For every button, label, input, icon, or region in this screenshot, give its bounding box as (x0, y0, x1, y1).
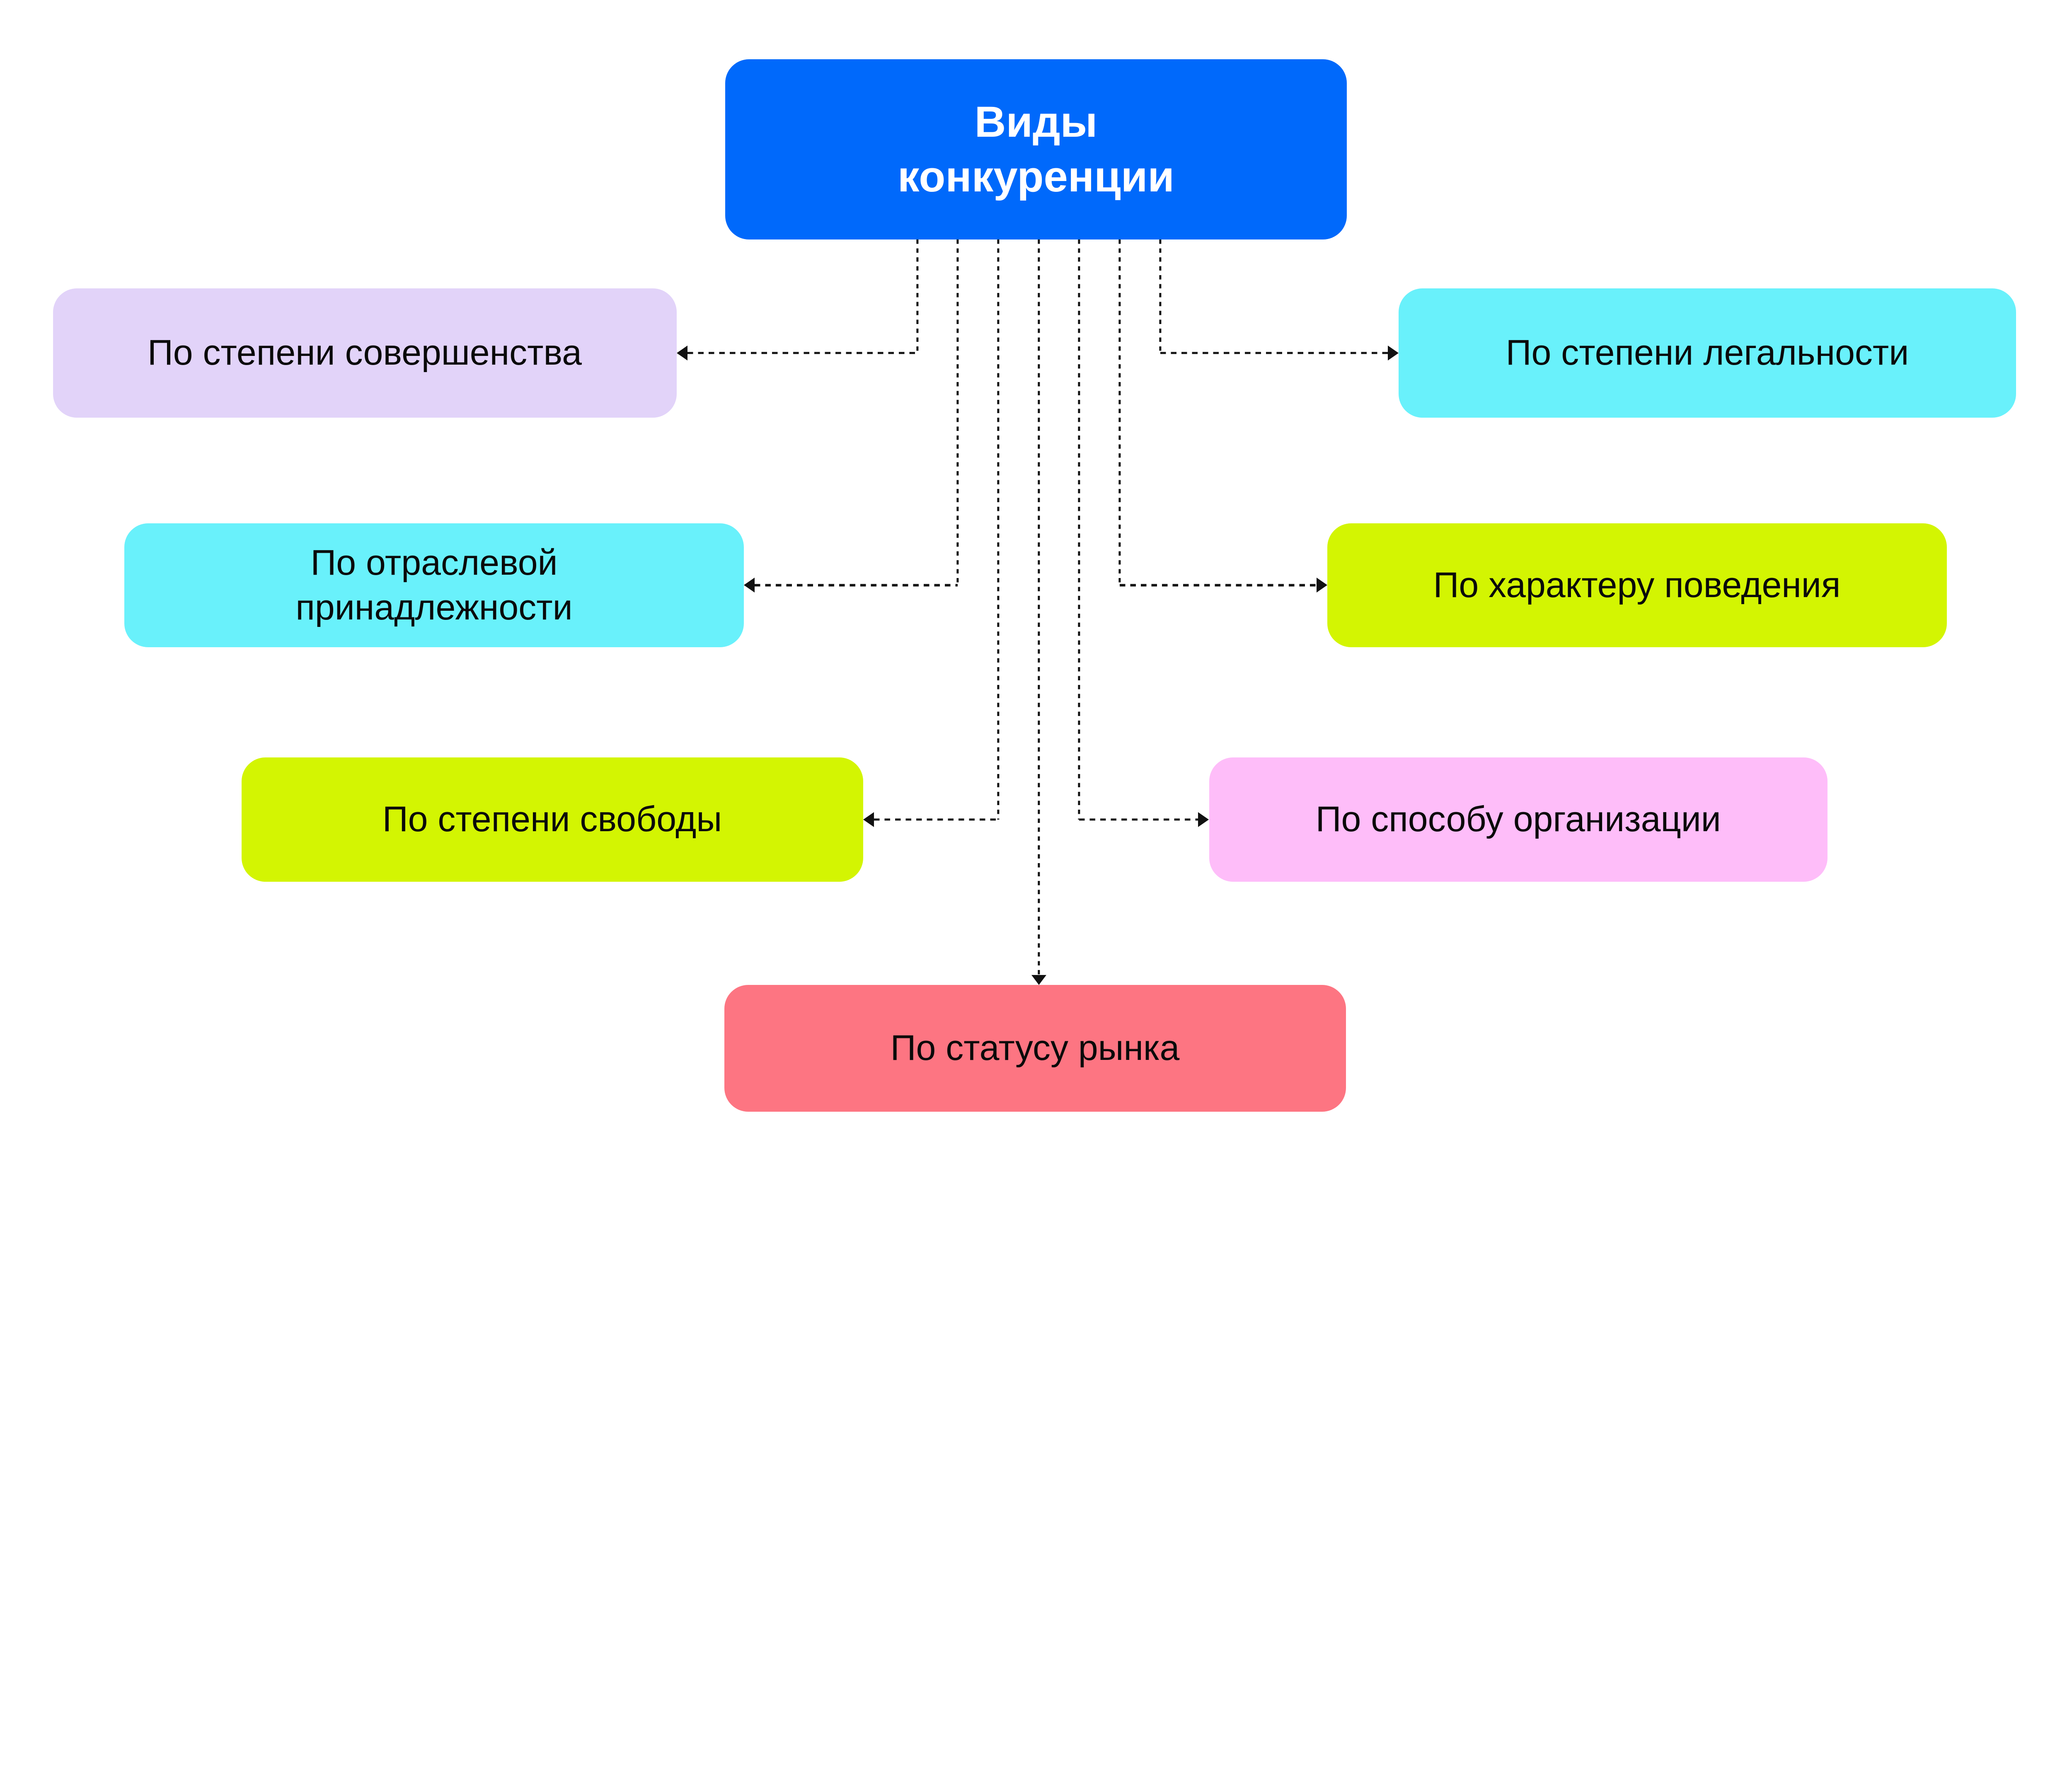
node-label: По степени легальности (1506, 333, 1909, 373)
arrow-left-icon (863, 812, 874, 827)
node-label: По характеру поведения (1433, 565, 1841, 605)
node-label: По степени свободы (382, 799, 722, 839)
connector-horizontal-to-povedeniya (1120, 584, 1317, 587)
node-label: По способу организации (1315, 799, 1721, 839)
connector-vertical-7 (1159, 239, 1162, 353)
root-node-label-line1: Виды (974, 98, 1098, 147)
connector-vertical-3 (997, 239, 1000, 820)
connector-vertical-1 (916, 239, 919, 353)
arrow-right-icon (1388, 346, 1399, 361)
connector-vertical-4-center (1037, 239, 1040, 975)
node-po-statusu-rynka: По статусу рынка (724, 984, 1346, 1112)
root-node-label-line2: конкуренции (898, 152, 1174, 201)
arrow-right-icon (1316, 578, 1327, 593)
node-po-sposobu-organizatsii: По способу организации (1209, 757, 1828, 882)
connector-vertical-6 (1118, 239, 1121, 585)
connector-vertical-5 (1078, 239, 1080, 820)
connector-horizontal-to-svobody (874, 818, 998, 821)
node-po-harakteru-povedeniya: По характеру поведения (1327, 523, 1947, 648)
node-po-otraslevoy-prinadlezhnosti: По отраслевой принадлежности (124, 523, 744, 648)
node-label-line1: По отраслевой (310, 543, 558, 583)
node-po-stepeni-svobody: По степени свободы (241, 757, 863, 882)
connector-vertical-2 (956, 239, 959, 585)
arrow-right-icon (1198, 812, 1209, 827)
connector-horizontal-to-organizatsii (1079, 818, 1198, 821)
diagram-canvas: Виды конкуренции По степени совершенства… (53, 59, 2016, 1112)
node-label-line2: принадлежности (295, 587, 573, 627)
connector-horizontal-to-otraslevoy (755, 584, 958, 587)
node-label: По статусу рынка (890, 1028, 1180, 1068)
node-label: По степени совершенства (147, 333, 582, 373)
arrow-left-icon (744, 578, 755, 593)
arrow-down-icon (1031, 975, 1046, 985)
node-po-stepeni-legalnosti: По степени легальности (1399, 288, 2016, 418)
connector-horizontal-to-legalnosti (1160, 352, 1388, 354)
node-po-stepeni-sovershenstva: По степени совершенства (53, 288, 677, 418)
connector-horizontal-to-sovershenstva (687, 352, 917, 354)
arrow-left-icon (676, 346, 687, 361)
root-node-vidy-konkurencii: Виды конкуренции (725, 59, 1347, 239)
